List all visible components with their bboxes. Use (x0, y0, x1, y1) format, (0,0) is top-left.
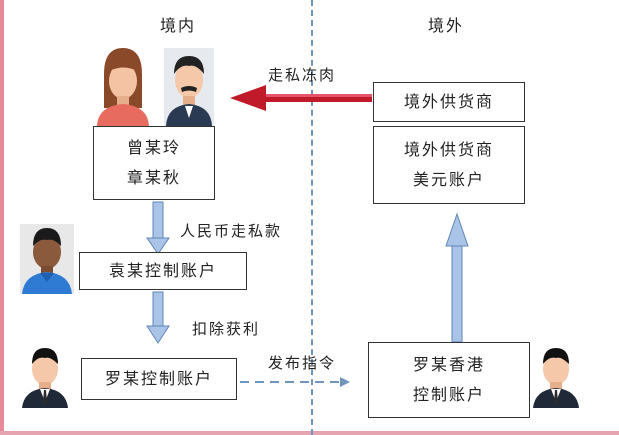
down-arrow-rmb (146, 201, 170, 255)
dashed-order-arrow (240, 377, 350, 387)
person-name-2: 章某秋 (126, 168, 181, 187)
red-smuggle-arrow (230, 85, 372, 111)
deduct-profit-label: 扣除获利 (192, 320, 261, 338)
mustache-man-avatar-icon (164, 48, 214, 126)
persons-box: 曾某玲 章某秋 (93, 126, 215, 200)
blue-shirt-man-avatar-icon (20, 224, 74, 294)
suit-man-left-avatar-icon (22, 348, 68, 408)
suit-man-right-avatar-icon (533, 348, 579, 408)
up-arrow-usd (445, 212, 469, 343)
luo-hk-line1: 罗某香港 (412, 354, 485, 374)
supplier-usd-line2: 美元账户 (412, 170, 485, 189)
overseas-header: 境外 (428, 16, 465, 35)
luo-hk-account-box: 罗某香港 控制账户 (368, 342, 530, 418)
issue-order-label: 发布指令 (268, 354, 337, 372)
yuan-account-box: 袁某控制账户 (79, 252, 247, 290)
smuggle-meat-label: 走私冻肉 (268, 66, 337, 84)
rmb-payment-label: 人民币走私款 (180, 222, 283, 240)
woman-avatar-icon (97, 48, 149, 126)
supplier-top-label: 境外供货商 (403, 91, 494, 111)
supplier-top-box: 境外供货商 (373, 82, 525, 122)
supplier-usd-line1: 境外供货商 (403, 139, 494, 159)
luo-hk-line2: 控制账户 (412, 385, 485, 404)
yuan-account-label: 袁某控制账户 (108, 260, 217, 280)
left-border (0, 0, 4, 435)
domestic-header: 境内 (160, 16, 197, 35)
luo-account-label: 罗某控制账户 (104, 368, 213, 388)
border-divider-line (311, 0, 313, 435)
down-arrow-profit (146, 291, 170, 344)
bottom-border (0, 431, 619, 435)
luo-account-box: 罗某控制账户 (81, 358, 237, 400)
person-name-1: 曾某玲 (126, 137, 181, 157)
supplier-usd-box: 境外供货商 美元账户 (373, 126, 525, 204)
